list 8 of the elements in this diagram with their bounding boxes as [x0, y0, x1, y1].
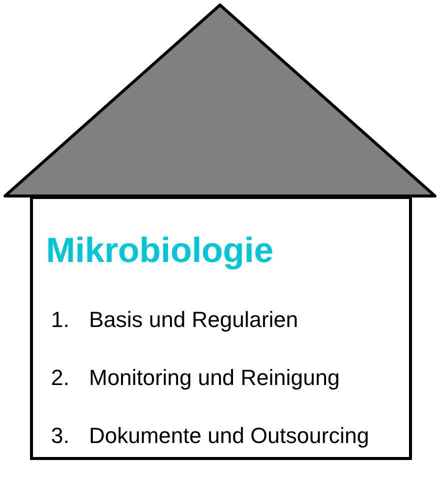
list-item: Dokumente und Outsourcing: [89, 423, 370, 449]
list-number: 3.: [51, 423, 70, 449]
list-number: 2.: [51, 365, 70, 391]
list-item: Monitoring und Reinigung: [89, 365, 340, 391]
house-body-box: [30, 196, 412, 460]
list-number: 1.: [51, 307, 70, 333]
heading: Mikrobiologie: [46, 231, 274, 271]
list-item: Basis und Regularien: [89, 307, 298, 333]
